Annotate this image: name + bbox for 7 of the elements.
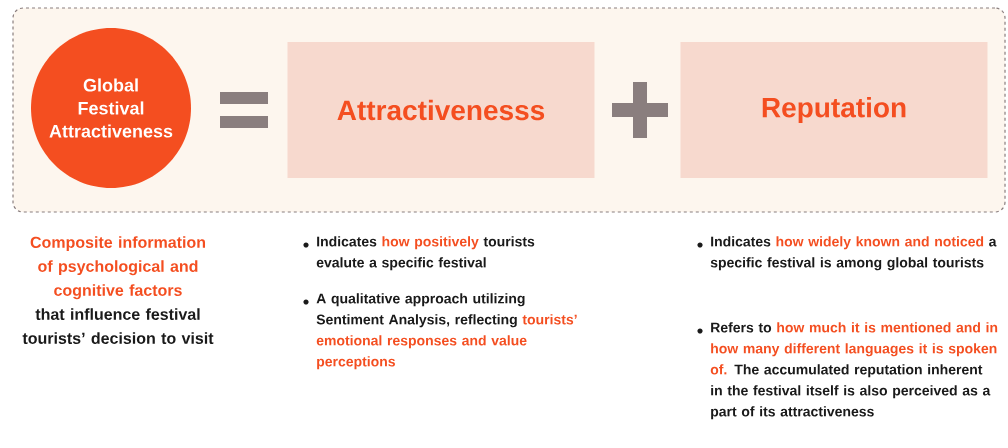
concept-box: Attractivenesss [287,42,595,178]
bullet-text: A qualitative approach utilizing Sentiment Analysis, reflecting tourists’ emotional responses and value perceptions [316,293,577,370]
bullet-text: Indicates how positively tourists evalute a specific festival [316,236,535,271]
concept-box: Reputation [680,42,988,178]
description-text: Composite information of psychological and cognitive factors that influence festival tourists’ decision to visit [22,236,214,344]
bullet-text: Indicates how widely known and noticed a specific festival is among global tourists [710,236,997,271]
bullet-text: Refers to how much it is mentioned and in how many different languages it is spoken of. The accumulated reputation inherent in the festival itself is also perceived as a part of its attractiveness [710,322,998,420]
